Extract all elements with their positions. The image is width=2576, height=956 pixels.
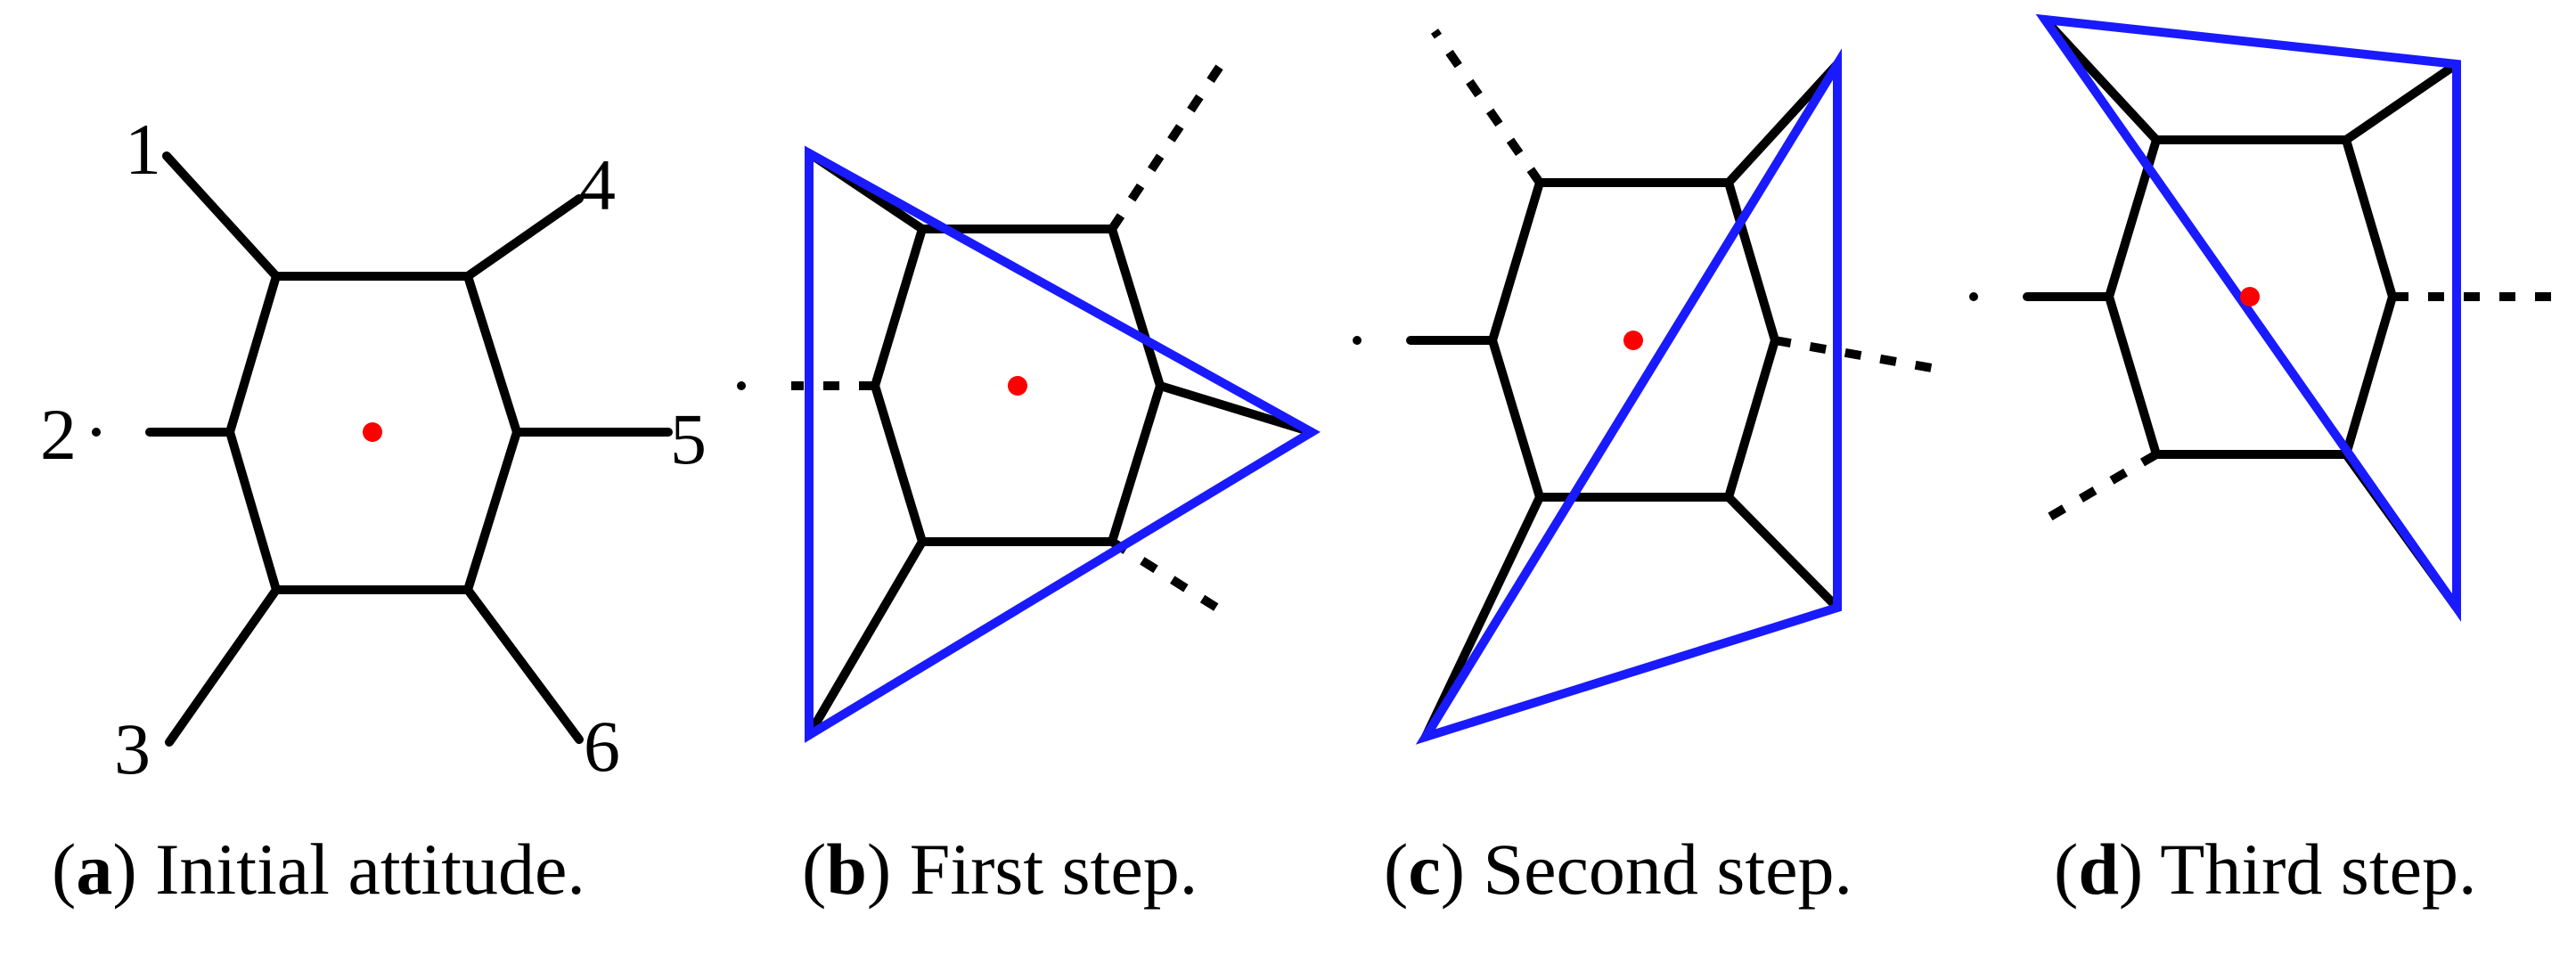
leg-label-6: 6 [584, 706, 620, 787]
caption-text: Third step. [2160, 829, 2477, 910]
panel-c-second-step [1353, 29, 1933, 745]
caption-a: (a) Initial attitude. [52, 829, 585, 910]
leg-5 [1156, 381, 1316, 437]
leg-label-5: 5 [670, 398, 707, 479]
leg-label-1: 1 [125, 109, 161, 190]
foot-point [737, 381, 746, 390]
leg-1 [162, 151, 281, 281]
center-of-mass [1008, 376, 1027, 396]
support-triangle [1415, 48, 1842, 745]
foot-point [1353, 336, 1362, 345]
leg-5-lifted [1774, 336, 1933, 372]
foot-point-2 [92, 428, 101, 437]
leg-6 [1724, 493, 1842, 612]
center-of-mass [2240, 287, 2260, 306]
leg-6-lifted [1109, 537, 1228, 617]
caption-c: (c) Second step. [1384, 829, 1853, 910]
support-triangle [805, 145, 1321, 743]
caption-letter: b [826, 829, 867, 910]
caption-letter: c [1408, 829, 1441, 910]
leg-3 [165, 585, 281, 747]
leg-4 [463, 194, 584, 281]
panel-d-third-step [1969, 13, 2557, 622]
leg-3-lifted [2040, 450, 2159, 526]
leg-3 [805, 537, 927, 739]
panel-b-first-step [737, 60, 1321, 743]
leg-label-2: 2 [40, 394, 77, 475]
caption-d: (d) Third step. [2054, 829, 2477, 910]
support-triangle [2035, 13, 2461, 622]
leg-4 [1724, 60, 1842, 187]
caption-text: Second step. [1483, 829, 1853, 910]
caption-letter: a [76, 829, 113, 910]
leg-label-3: 3 [114, 708, 151, 789]
center-of-mass [363, 422, 382, 442]
leg-label-4: 4 [579, 144, 616, 225]
caption-text: Initial attitude. [155, 829, 585, 910]
foot-point [1969, 292, 1978, 301]
caption-letter: d [2078, 829, 2119, 910]
center-of-mass [1623, 331, 1643, 350]
caption-text: First step. [909, 829, 1198, 910]
leg-4 [2342, 60, 2461, 144]
leg-4-lifted [1108, 60, 1227, 232]
leg-3 [1421, 493, 1544, 741]
caption-b: (b) First step. [802, 829, 1198, 910]
leg-6 [463, 585, 584, 744]
panel-a-initial-attitude: 1 4 2 5 3 6 [40, 109, 707, 789]
leg-1-lifted [1430, 29, 1544, 185]
